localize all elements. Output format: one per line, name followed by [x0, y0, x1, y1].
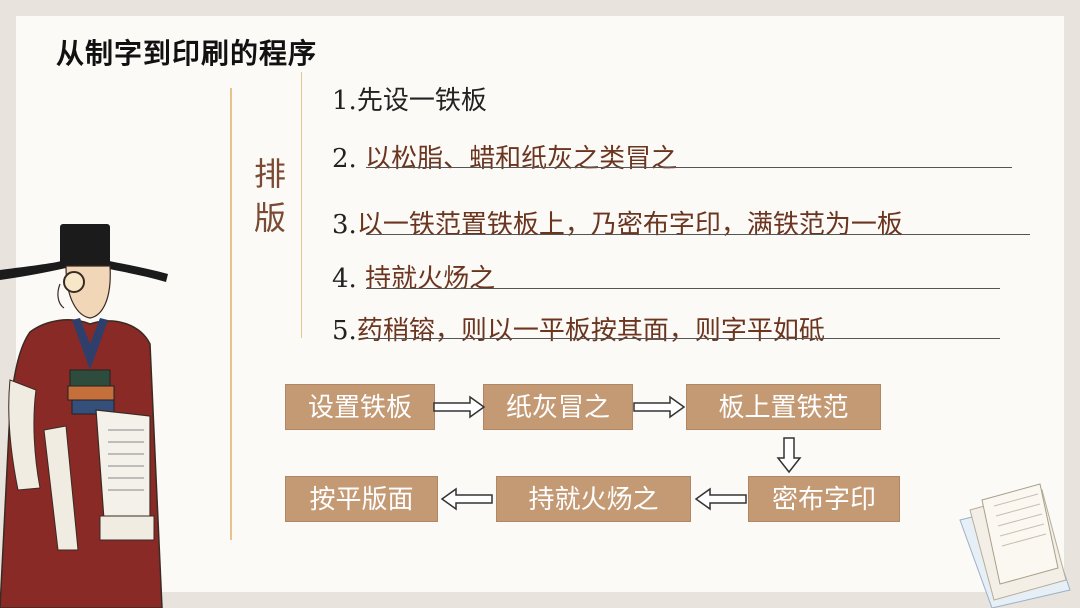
step-2: 2. 以松脂、蜡和纸灰之类冒之 — [332, 138, 677, 175]
flow-box-cover-ash: 纸灰冒之 — [483, 384, 633, 430]
flow-box-heat: 持就火炀之 — [496, 476, 691, 522]
step-number: 3. — [332, 210, 357, 240]
step-number: 4. — [332, 264, 357, 294]
down-arrow-icon — [776, 436, 802, 474]
step-text: 先设一铁板 — [357, 86, 487, 116]
paper-stack-illustration — [930, 480, 1080, 608]
side-label: 排 版 — [250, 152, 290, 240]
flow-box-press-flat: 按平版面 — [285, 476, 438, 522]
step-text: 药稍镕，则以一平板按其面，则字平如砥 — [357, 316, 825, 346]
answer-underline — [366, 234, 1030, 235]
step-3: 3.以一铁范置铁板上，乃密布字印，满铁范为一板 — [332, 204, 903, 241]
side-label-char-2: 版 — [250, 196, 290, 240]
answer-underline — [366, 288, 1000, 289]
flow-box-set-iron-plate: 设置铁板 — [285, 384, 435, 430]
step-number: 2. — [332, 144, 357, 174]
step-text: 以一铁范置铁板上，乃密布字印，满铁范为一板 — [357, 210, 903, 240]
left-arrow-icon — [440, 487, 494, 511]
step-4: 4. 持就火炀之 — [332, 258, 495, 295]
flow-box-place-frame: 板上置铁范 — [686, 384, 881, 430]
step-number: 1. — [332, 86, 357, 116]
right-arrow-icon — [432, 395, 486, 419]
step-number: 5. — [332, 316, 357, 346]
right-arrow-icon — [632, 395, 686, 419]
divider-line — [230, 88, 232, 540]
flow-box-arrange-type: 密布字印 — [748, 476, 900, 522]
divider-line-short — [301, 72, 302, 338]
step-5: 5.药稍镕，则以一平板按其面，则字平如砥 — [332, 310, 825, 347]
step-1: 1.先设一铁板 — [332, 80, 487, 117]
side-label-char-1: 排 — [250, 152, 290, 196]
left-arrow-icon — [694, 487, 748, 511]
step-text: 以松脂、蜡和纸灰之类冒之 — [365, 144, 677, 174]
answer-underline — [366, 167, 1012, 168]
step-text: 持就火炀之 — [365, 264, 495, 294]
slide-title: 从制字到印刷的程序 — [56, 32, 317, 72]
answer-underline — [366, 338, 1000, 339]
scholar-illustration — [0, 220, 170, 608]
